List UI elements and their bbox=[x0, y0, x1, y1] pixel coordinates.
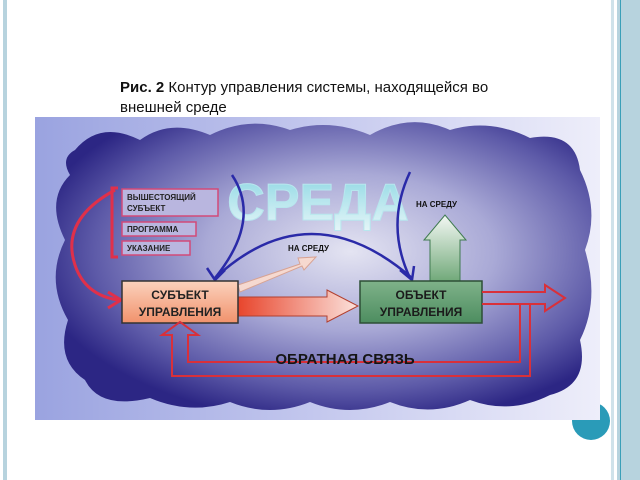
feedback-label: ОБРАТНАЯ СВЯЗЬ bbox=[275, 351, 414, 368]
subject-object-interaction-arc bbox=[214, 232, 413, 279]
instruction-box: УКАЗАНИЕ bbox=[121, 240, 191, 256]
to-environment-label-2: НА СРЕДУ bbox=[416, 200, 458, 209]
superior-subject-line2: СУБЪЕКТ bbox=[127, 204, 165, 213]
environment-to-subject-arrow bbox=[214, 174, 245, 279]
output-arrow bbox=[482, 283, 567, 313]
object-line1: ОБЪЕКТ bbox=[396, 288, 448, 302]
left-border-stripe bbox=[3, 0, 7, 480]
arrowhead-subject bbox=[205, 267, 226, 282]
program-box: ПРОГРАММА bbox=[121, 221, 197, 237]
subject-line1: СУБЪЕКТ bbox=[151, 288, 209, 302]
program-label: ПРОГРАММА bbox=[127, 225, 178, 234]
to-environment-label-1: НА СРЕДУ bbox=[288, 244, 330, 253]
arrowhead-left-input bbox=[107, 290, 124, 310]
control-loop-diagram: СРЕДА ВЫШЕСТОЯЩИЙ СУБЪЕКТ ПРОГРАММА УКАЗ… bbox=[35, 117, 600, 420]
subject-to-environment-arrow bbox=[237, 256, 318, 293]
figure-caption: Рис. 2 Контур управления системы, находя… bbox=[120, 78, 540, 118]
caption-text: Контур управления системы, находящейся в… bbox=[120, 79, 489, 116]
superior-subject-line1: ВЫШЕСТОЯЩИЙ bbox=[127, 193, 196, 202]
object-to-environment-arrow bbox=[422, 214, 468, 283]
environment-title: СРЕДА bbox=[227, 174, 409, 232]
subject-box: СУБЪЕКТ УПРАВЛЕНИЯ bbox=[121, 280, 239, 324]
superior-influence-arrow bbox=[70, 188, 119, 302]
environment-to-object-arrow bbox=[396, 171, 412, 279]
superior-subject-box: ВЫШЕСТОЯЩИЙ СУБЪЕКТ bbox=[121, 188, 219, 217]
object-line2: УПРАВЛЕНИЯ bbox=[380, 305, 462, 319]
control-action-arrow bbox=[237, 289, 360, 323]
right-border-stripe bbox=[611, 0, 640, 480]
object-box: ОБЪЕКТ УПРАВЛЕНИЯ bbox=[359, 280, 483, 324]
caption-prefix: Рис. 2 bbox=[120, 79, 165, 96]
left-bracket bbox=[110, 186, 118, 259]
feedback-loop-arrow bbox=[158, 304, 531, 377]
subject-line2: УПРАВЛЕНИЯ bbox=[139, 305, 221, 319]
arrowhead-object bbox=[399, 265, 416, 283]
instruction-label: УКАЗАНИЕ bbox=[127, 244, 171, 253]
